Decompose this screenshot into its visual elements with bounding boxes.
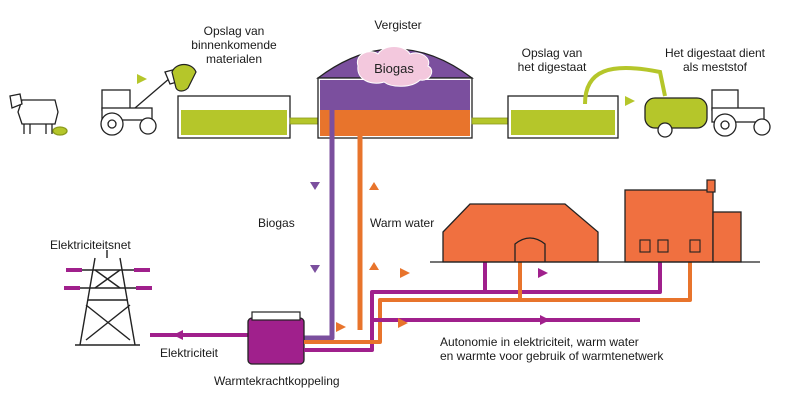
electricity-distribution (304, 262, 662, 352)
label-autonomy: Autonomie in elektriciteit, warm water e… (440, 335, 664, 363)
farmhouse-icon (610, 179, 760, 263)
arrow-icon (137, 74, 147, 84)
tractor-icon (100, 67, 185, 136)
label-fertilizer: Het digestaat dient als meststof (664, 46, 766, 74)
arrow-right-icon (538, 268, 548, 278)
hopper-icon (171, 63, 197, 92)
heat-distribution (304, 262, 692, 344)
label-biogas-pipe: Biogas (258, 216, 295, 230)
hose (583, 65, 667, 105)
label-electricity: Elektriciteit (160, 346, 219, 360)
warm-water-pipe (357, 119, 374, 330)
arrow-up-icon (369, 262, 379, 270)
arrow-icon (625, 96, 635, 106)
chp-unit-icon (247, 311, 305, 365)
label-storage-digestate: Opslag van het digestaat (517, 46, 587, 74)
biogas-cloud (356, 46, 433, 87)
label-grid: Elektriciteitsnet (50, 238, 131, 252)
digestate-pipe (471, 117, 511, 125)
arrow-up-icon (369, 182, 379, 190)
arrow-down-icon (310, 182, 320, 190)
pylon-icon (72, 250, 143, 346)
storage-tank-incoming (177, 95, 291, 139)
arrow-right-icon (400, 268, 410, 278)
digester-tank (316, 46, 474, 139)
arrow-down-icon (310, 265, 320, 273)
arrow-left-icon (173, 330, 183, 340)
label-warm-water: Warm water (370, 216, 435, 230)
cow-icon (9, 93, 68, 136)
feed-pipe (289, 117, 319, 125)
storage-tank-digestate (507, 95, 619, 139)
arrow-right-icon (398, 318, 408, 328)
label-digester: Vergister (374, 18, 422, 32)
biogas-cloud-label: Biogas (374, 61, 414, 76)
barn-icon (430, 203, 610, 263)
tanker-tractor-icon (644, 89, 771, 138)
biogas-pipe (300, 89, 342, 341)
label-storage-incoming: Opslag van binnenkomende materialen (191, 24, 277, 66)
label-chp: Warmtekrachtkoppeling (214, 374, 340, 388)
arrow-right-icon (540, 315, 550, 325)
arrow-right-icon (336, 322, 346, 332)
